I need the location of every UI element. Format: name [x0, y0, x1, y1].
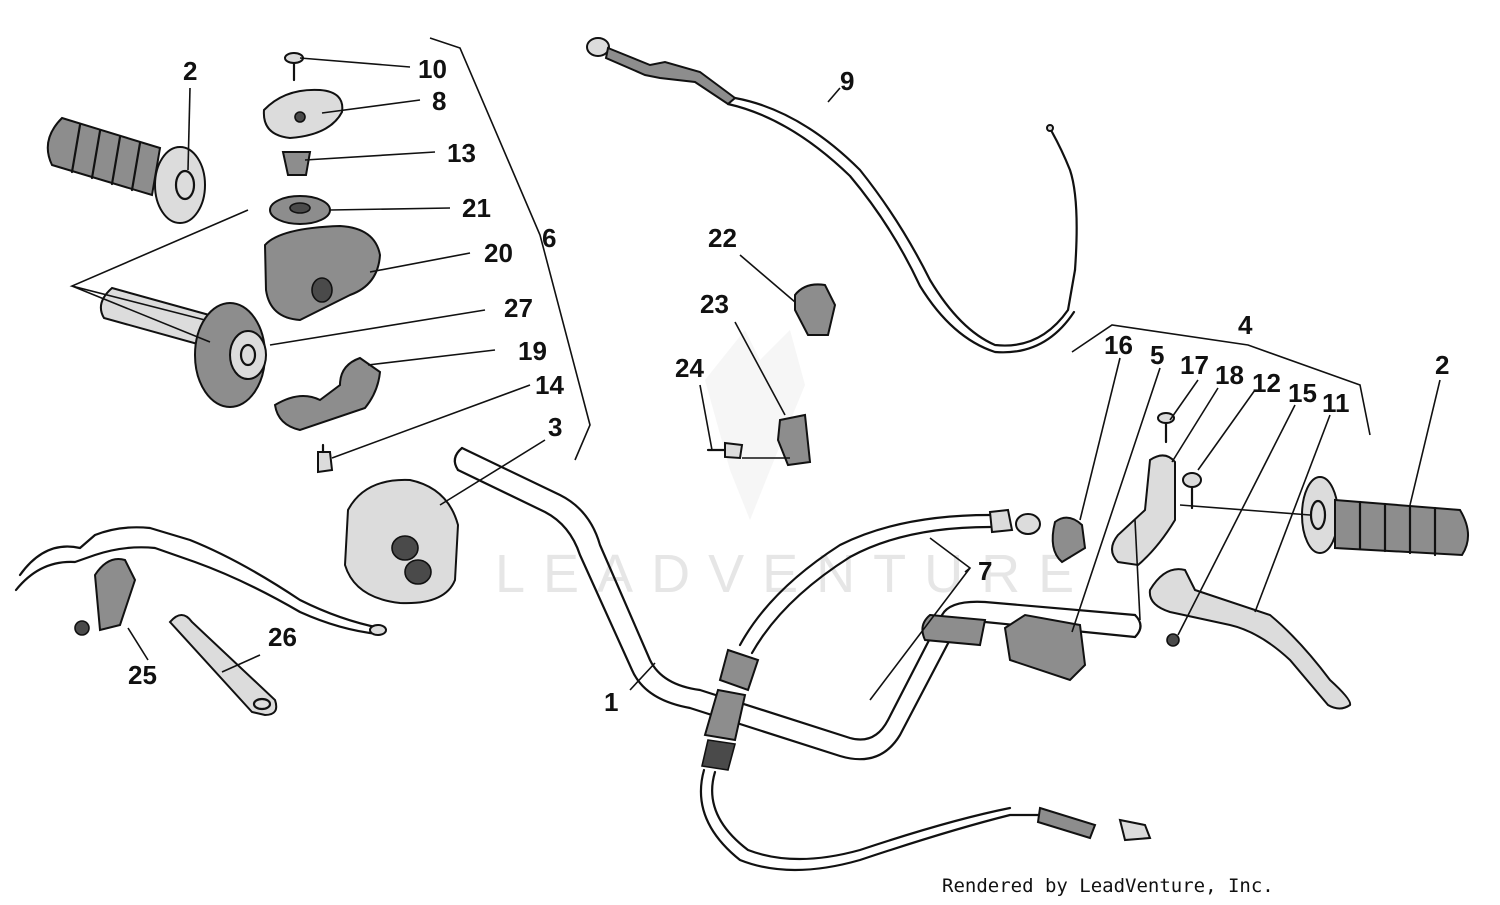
cable-clip — [794, 283, 837, 336]
clutch-cable — [699, 508, 1152, 872]
callout-7: 7 — [978, 556, 992, 586]
clamp-screw — [317, 443, 334, 474]
throttle-tube — [99, 286, 267, 408]
switch-bracket — [776, 413, 812, 467]
bracket-screw-small — [706, 441, 744, 460]
callout-9: 9 — [840, 66, 854, 96]
callout-20: 20 — [484, 238, 513, 268]
cable-bushing — [281, 151, 312, 176]
cover-screw — [284, 52, 304, 82]
watermark-text: LEADVENTURE — [495, 544, 1092, 604]
callout-1: 1 — [604, 687, 618, 717]
callout-24: 24 — [675, 353, 704, 383]
callout-27: 27 — [504, 293, 533, 323]
callout-2-right: 2 — [1435, 350, 1449, 380]
callout-16: 16 — [1104, 330, 1133, 360]
callout-15: 15 — [1288, 378, 1317, 408]
callout-3: 3 — [548, 412, 562, 442]
footer-credit: Rendered by LeadVenture, Inc. — [942, 875, 1274, 897]
callout-23: 23 — [700, 289, 729, 319]
bracket-screw — [1157, 412, 1175, 444]
throttle-bushing-hole — [289, 202, 311, 214]
callout-6: 6 — [542, 223, 556, 253]
cable-adjuster — [1051, 516, 1087, 564]
callout-2-left: 2 — [183, 56, 197, 86]
throttle-clamp-lower — [273, 356, 382, 432]
cover-screw-hole — [294, 111, 306, 123]
callout-19: 19 — [518, 336, 547, 366]
tether-strap — [168, 614, 278, 717]
callout-26: 26 — [268, 622, 297, 652]
callout-10: 10 — [418, 54, 447, 84]
callout-11: 11 — [1322, 388, 1350, 418]
callout-5: 5 — [1150, 340, 1164, 370]
callout-8: 8 — [432, 86, 446, 116]
callout-13: 13 — [447, 138, 476, 168]
callout-21: 21 — [462, 193, 491, 223]
callout-17: 17 — [1180, 350, 1209, 380]
switch-housing — [1003, 613, 1087, 682]
lever-nut — [1166, 633, 1180, 647]
right-grip — [1301, 476, 1469, 557]
pivot-bolt — [1182, 472, 1202, 510]
callout-25: 25 — [128, 660, 157, 690]
callout-12: 12 — [1252, 368, 1281, 398]
throttle-cable — [586, 37, 1078, 354]
callout-14: 14 — [535, 370, 564, 400]
callout-4: 4 — [1238, 310, 1253, 340]
throttle-body — [343, 478, 460, 605]
clutch-lever — [1148, 568, 1352, 710]
callout-22: 22 — [708, 223, 737, 253]
throttle-housing-upper — [263, 224, 382, 322]
watermark-logo — [705, 330, 805, 520]
clutch-bracket — [1111, 454, 1176, 567]
kill-switch — [14, 526, 387, 636]
leader-lines — [69, 37, 1441, 701]
callout-18: 18 — [1215, 360, 1244, 390]
left-grip — [46, 116, 206, 224]
